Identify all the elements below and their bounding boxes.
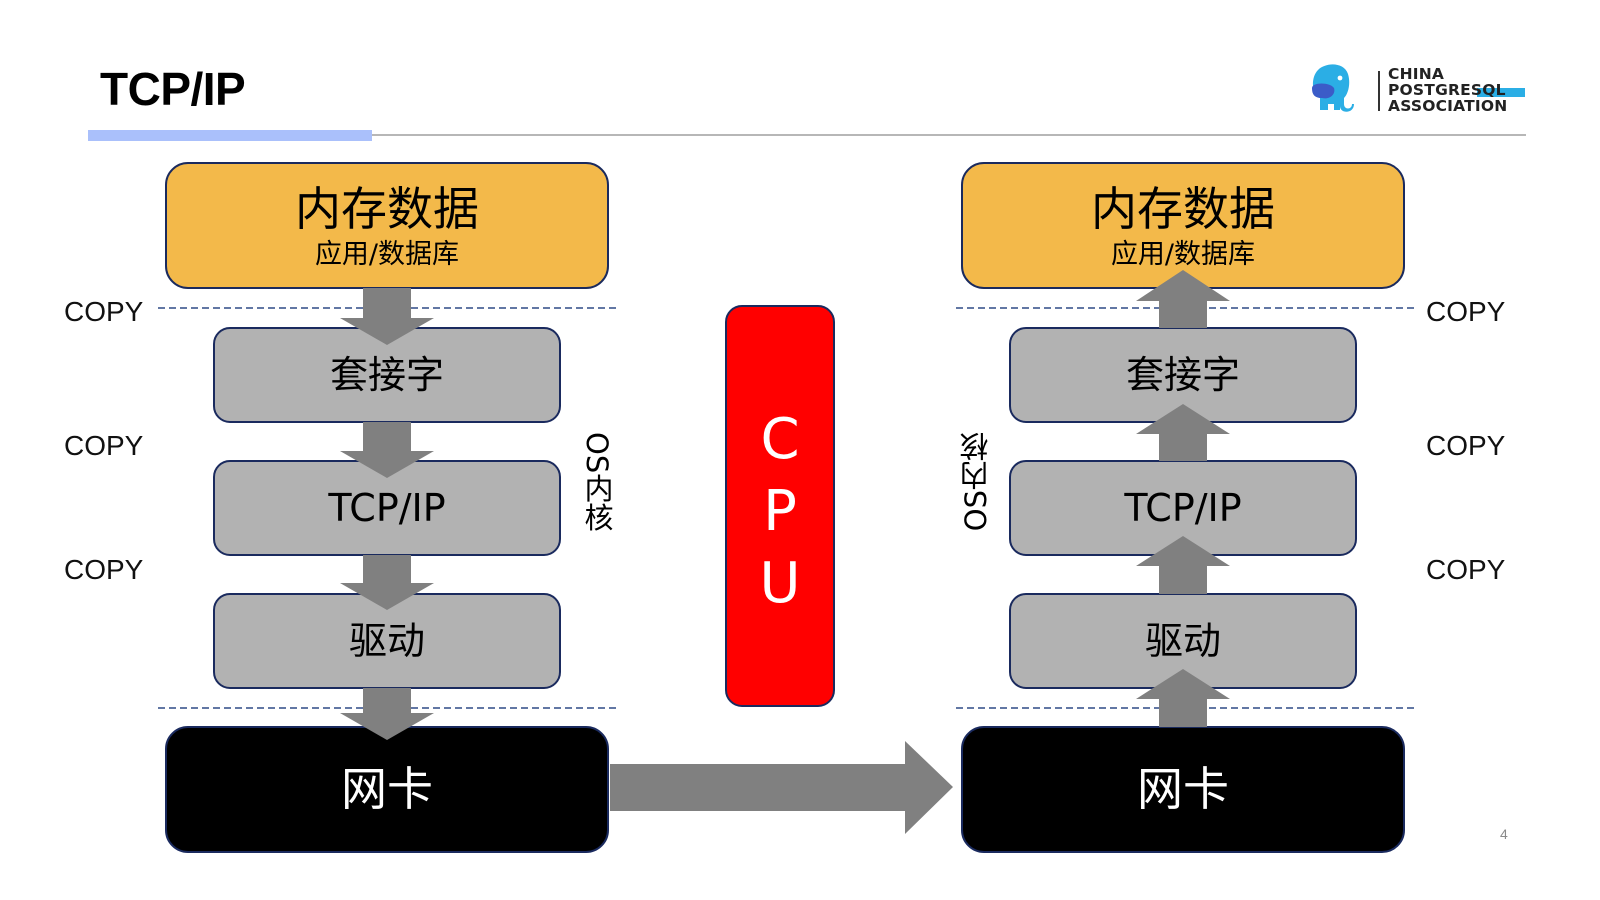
- elephant-logo-icon: [1312, 64, 1354, 112]
- cpu-box: [725, 305, 835, 707]
- left-tcpip-label: TCP/IP: [327, 486, 445, 530]
- right-tcpip-label: TCP/IP: [1123, 486, 1241, 530]
- right-nic-label: 网卡: [1137, 762, 1229, 816]
- logo-highlight: [1477, 88, 1525, 97]
- right-copy-label-3: COPY: [1426, 554, 1506, 585]
- left-socket-label: 套接字: [330, 353, 444, 397]
- page-number: 4: [1500, 826, 1508, 842]
- right-copy-label-1: COPY: [1426, 296, 1506, 327]
- cpu-letter-u: U: [760, 551, 801, 616]
- right-driver-label: 驱动: [1145, 619, 1221, 663]
- logo-separator: [1378, 71, 1380, 111]
- left-driver-label: 驱动: [349, 619, 425, 663]
- right-socket-label: 套接字: [1126, 353, 1240, 397]
- left-arrow-down-4: [340, 688, 434, 740]
- left-arrow-down-2: [340, 422, 434, 478]
- transfer-arrow: [610, 741, 953, 834]
- left-copy-label-3: COPY: [64, 554, 144, 585]
- right-copy-label-2: COPY: [1426, 430, 1506, 461]
- left-copy-label-1: COPY: [64, 296, 144, 327]
- logo-line-1: CHINA: [1388, 65, 1445, 83]
- logo-line-2: POSTGRESQL: [1388, 81, 1506, 99]
- logo-text: CHINA POSTGRESQL ASSOCIATION: [1388, 66, 1507, 114]
- right-arrow-up-4: [1136, 669, 1230, 727]
- left-nic-label: 网卡: [341, 762, 433, 816]
- right-arrow-up-3: [1136, 536, 1230, 594]
- left-copy-label-2: COPY: [64, 430, 144, 461]
- right-arrow-up-1: [1136, 270, 1230, 328]
- right-arrow-up-2: [1136, 404, 1230, 461]
- left-os-kernel-label: OS内核: [580, 432, 614, 532]
- right-memory-subtitle: 应用/数据库: [1111, 239, 1255, 270]
- left-arrow-down-3: [340, 555, 434, 610]
- title-divider-line: [372, 134, 1526, 136]
- cpu-letter-p: P: [763, 479, 797, 544]
- right-os-kernel-label: OS内核: [959, 432, 993, 532]
- logo-line-3: ASSOCIATION: [1388, 97, 1508, 115]
- left-memory-title: 内存数据: [295, 182, 479, 236]
- cpu-letter-c: C: [760, 407, 799, 472]
- slide-title: TCP/IP: [100, 63, 246, 115]
- left-memory-subtitle: 应用/数据库: [315, 239, 459, 270]
- right-memory-title: 内存数据: [1091, 182, 1275, 236]
- left-arrow-down-1: [340, 288, 434, 345]
- title-accent-bar: [88, 130, 372, 141]
